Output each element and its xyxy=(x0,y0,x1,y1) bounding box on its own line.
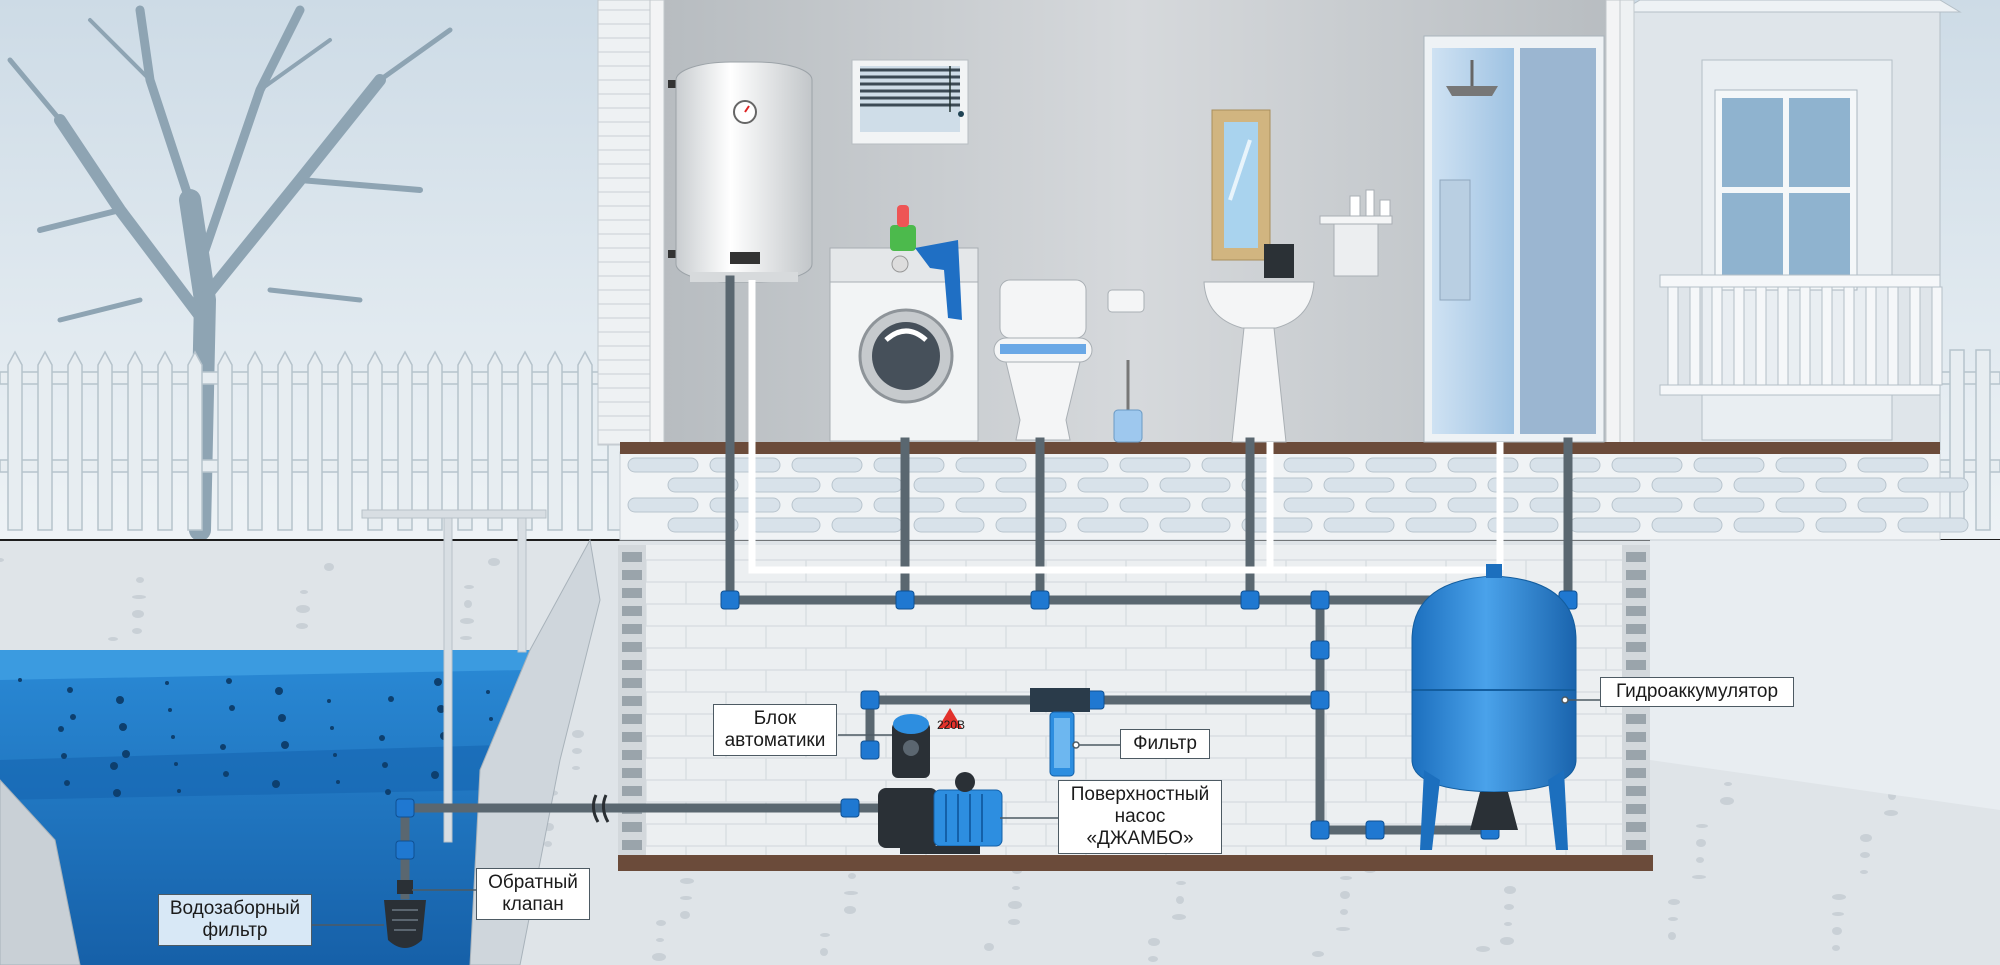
cartridge-filter xyxy=(1030,688,1090,777)
shower-cabin xyxy=(1423,35,1605,443)
label-intake-filter: Водозаборный фильтр xyxy=(158,894,312,946)
mirror xyxy=(1211,109,1271,261)
label-surface-pump: Поверхностный насос «ДЖАМБО» xyxy=(1058,780,1222,854)
label-hydroaccumulator: Гидроаккумулятор xyxy=(1600,677,1794,707)
water-source xyxy=(0,509,601,965)
toilet-brush xyxy=(1113,360,1143,443)
sink xyxy=(1203,244,1315,443)
label-automation-block: Блок автоматики xyxy=(713,704,837,756)
fence-left xyxy=(0,350,623,531)
water-heater xyxy=(668,61,813,283)
washing-machine xyxy=(829,205,979,442)
pipe-fittings xyxy=(395,590,1578,860)
hot-water-pipes xyxy=(748,280,1504,574)
leader-lines xyxy=(312,696,1600,926)
label-check-valve: Обратный клапан xyxy=(476,868,590,920)
floor-slab xyxy=(620,442,1940,454)
snow-right xyxy=(1650,540,2000,810)
neighbour-house xyxy=(1618,0,1962,451)
toilet xyxy=(993,279,1093,441)
toilet-paper xyxy=(1107,289,1145,313)
automation-unit xyxy=(892,708,962,778)
foundation xyxy=(619,451,1969,541)
intake-filter-unit xyxy=(384,880,426,948)
voltage-mark: 220В xyxy=(937,718,966,732)
shelf xyxy=(1319,189,1393,277)
surface-pump xyxy=(878,772,1003,854)
small-window xyxy=(851,59,969,145)
hydroaccumulator-tank xyxy=(1411,564,1577,850)
pipe-break xyxy=(591,794,610,823)
label-filter: Фильтр xyxy=(1120,729,1210,759)
